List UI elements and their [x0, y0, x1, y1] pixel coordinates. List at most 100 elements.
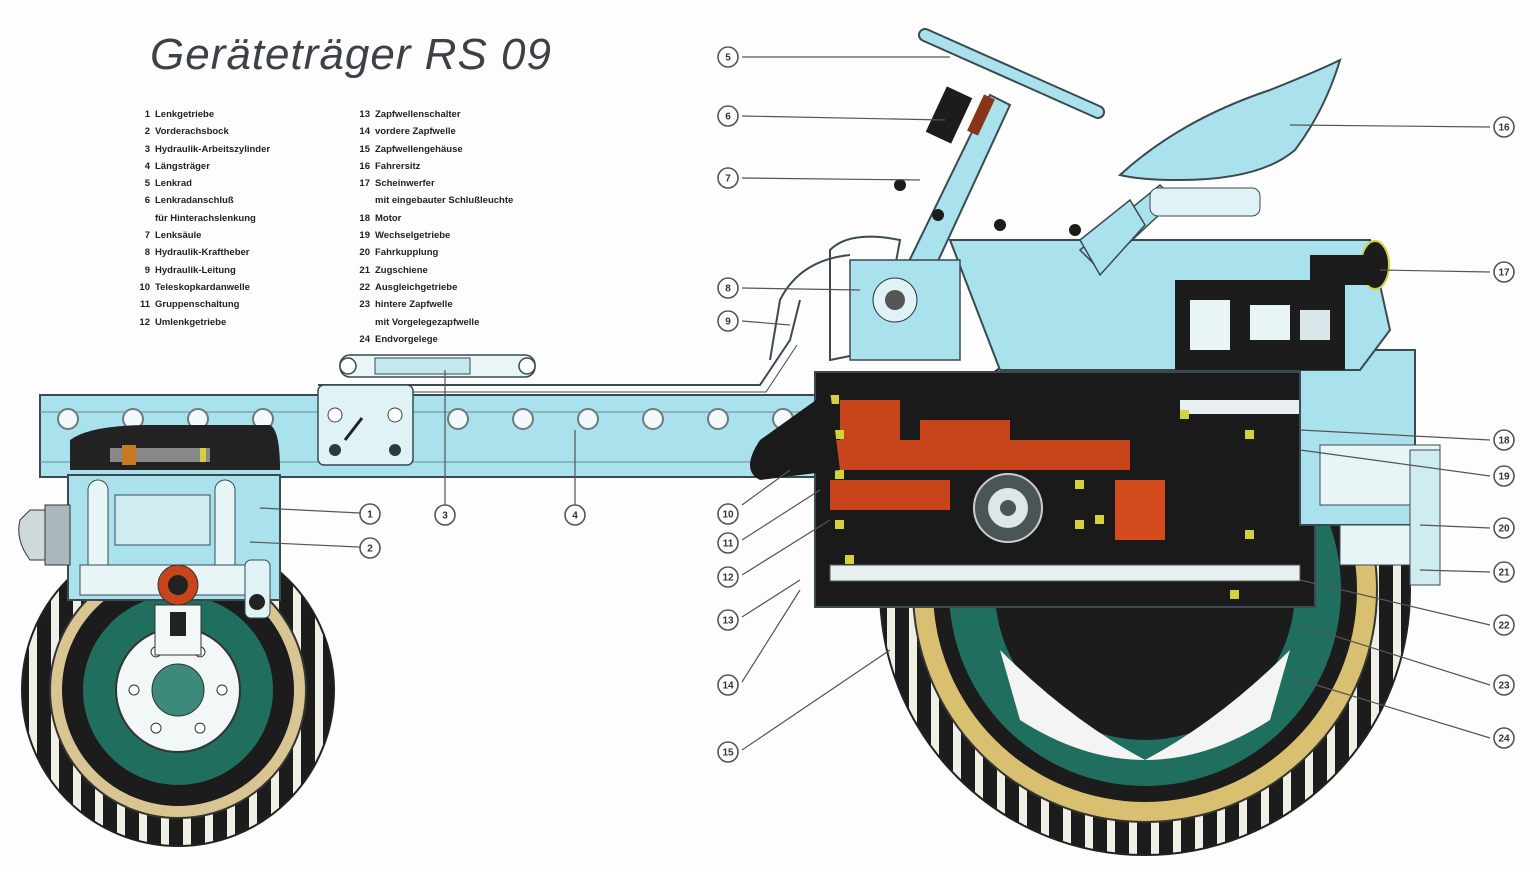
- steering-assembly: [769, 28, 1105, 362]
- callout-number: 15: [722, 748, 734, 759]
- callout-circle: [1493, 261, 1515, 283]
- callout-circle: [1493, 614, 1515, 636]
- legend-item-label: Hydraulik-Leitung: [155, 264, 236, 276]
- engine-block: [948, 239, 1392, 371]
- highlight-bolt: [830, 395, 839, 404]
- callout-2: 2: [359, 537, 381, 559]
- callout-16: 16: [1493, 116, 1515, 138]
- callout-10: 10: [717, 503, 739, 525]
- callout-number: 23: [1498, 681, 1510, 692]
- callout-18: 18: [1493, 429, 1515, 451]
- callout-6: 6: [717, 105, 739, 127]
- callout-9: 9: [717, 310, 739, 332]
- legend-item: 21 Zugschiene: [350, 262, 513, 279]
- front-wheel: [21, 533, 335, 847]
- legend-item-label: Endvorgelege: [375, 333, 438, 345]
- callout-23: 23: [1493, 674, 1515, 696]
- hub-bolt: [150, 722, 162, 734]
- legend-item: mit Vorgelegezapfwelle: [350, 314, 513, 331]
- legend-item-label: Hydraulik-Kraftheber: [155, 247, 250, 259]
- callout-number: 3: [442, 511, 448, 522]
- hub-bolt: [194, 722, 206, 734]
- callout-number: 2: [367, 544, 373, 555]
- diagram-title: Geräteträger RS 09: [150, 30, 552, 79]
- callout-number: 7: [725, 174, 731, 185]
- callout-number: 18: [1498, 436, 1510, 447]
- callout-1: 1: [359, 503, 381, 525]
- frame-hole: [512, 408, 534, 430]
- legend-item-number: 8: [144, 247, 150, 259]
- callout-circle: [717, 532, 739, 554]
- legend-item-label: Motor: [375, 212, 402, 224]
- legend-item-label: Zugschiene: [375, 264, 428, 276]
- legend-item-label: Zapfwellenschalter: [375, 109, 461, 120]
- legend-item: mit eingebauter Schlußleuchte: [350, 192, 513, 209]
- highlight-bolt: [1230, 590, 1239, 599]
- callout-circle: [717, 609, 739, 631]
- legend-item-number: 1: [144, 109, 150, 120]
- callout-19: 19: [1493, 465, 1515, 487]
- callout-13: 13: [717, 609, 739, 631]
- legend-item-label: Lenkradanschluß: [155, 195, 234, 207]
- legend-item: 19 Wechselgetriebe: [350, 227, 513, 244]
- legend-item-label: Zapfwellengehäuse: [375, 143, 463, 155]
- legend-item-label: Umlenkgetriebe: [155, 316, 227, 328]
- callout-number: 1: [367, 510, 373, 521]
- legend-item-number: 5: [144, 178, 150, 190]
- callout-12: 12: [717, 566, 739, 588]
- hydraulic-cylinder: [317, 299, 801, 466]
- legend-item-label: Ausgleichgetriebe: [375, 281, 458, 293]
- callout-17: 17: [1493, 261, 1515, 283]
- legend-item-label: für Hinterachslenkung: [155, 212, 256, 224]
- callout-number: 4: [572, 511, 578, 522]
- callout-number: 14: [722, 681, 734, 692]
- callout-14: 14: [717, 674, 739, 696]
- callout-circle: [717, 674, 739, 696]
- highlight-bolt: [1095, 515, 1104, 524]
- callout-circle: [717, 105, 739, 127]
- callout-circle: [1493, 561, 1515, 583]
- legend-item-label: Wechselgetriebe: [375, 230, 451, 242]
- legend-item-label: mit Vorgelegezapfwelle: [375, 316, 480, 328]
- callout-circle: [717, 310, 739, 332]
- callout-4: 4: [564, 504, 586, 526]
- callout-number: 20: [1498, 524, 1510, 535]
- callout-circle: [1493, 674, 1515, 696]
- driver-seat: [1078, 58, 1342, 277]
- callout-circle: [717, 46, 739, 68]
- highlight-bolt: [1075, 520, 1084, 529]
- callout-number: 6: [725, 112, 731, 123]
- legend-item: 12 Umlenkgetriebe: [130, 314, 270, 331]
- callout-number: 9: [725, 317, 731, 328]
- callout-22: 22: [1493, 614, 1515, 636]
- callout-circle: [1493, 429, 1515, 451]
- callout-circle: [717, 167, 739, 189]
- legend-item: 8 Hydraulik-Kraftheber: [130, 244, 270, 261]
- callout-leader-lines: [249, 56, 1491, 751]
- legend-item-number: 19: [359, 230, 370, 242]
- front-axle-housing: [18, 425, 281, 656]
- legend-item-number: 12: [139, 316, 150, 328]
- callout-circle: [717, 566, 739, 588]
- legend-item-number: 6: [144, 195, 150, 207]
- legend-item-number: 21: [359, 264, 370, 276]
- callout-number: 24: [1498, 734, 1510, 745]
- hub-bolt: [128, 684, 140, 696]
- legend-item: 1 Lenkgetriebe: [130, 106, 270, 123]
- highlight-bolt: [1075, 480, 1084, 489]
- callout-circle: [434, 504, 456, 526]
- legend-item-label: Lenkgetriebe: [155, 109, 215, 120]
- legend-item-number: 13: [359, 109, 370, 120]
- callout-number: 13: [722, 616, 734, 627]
